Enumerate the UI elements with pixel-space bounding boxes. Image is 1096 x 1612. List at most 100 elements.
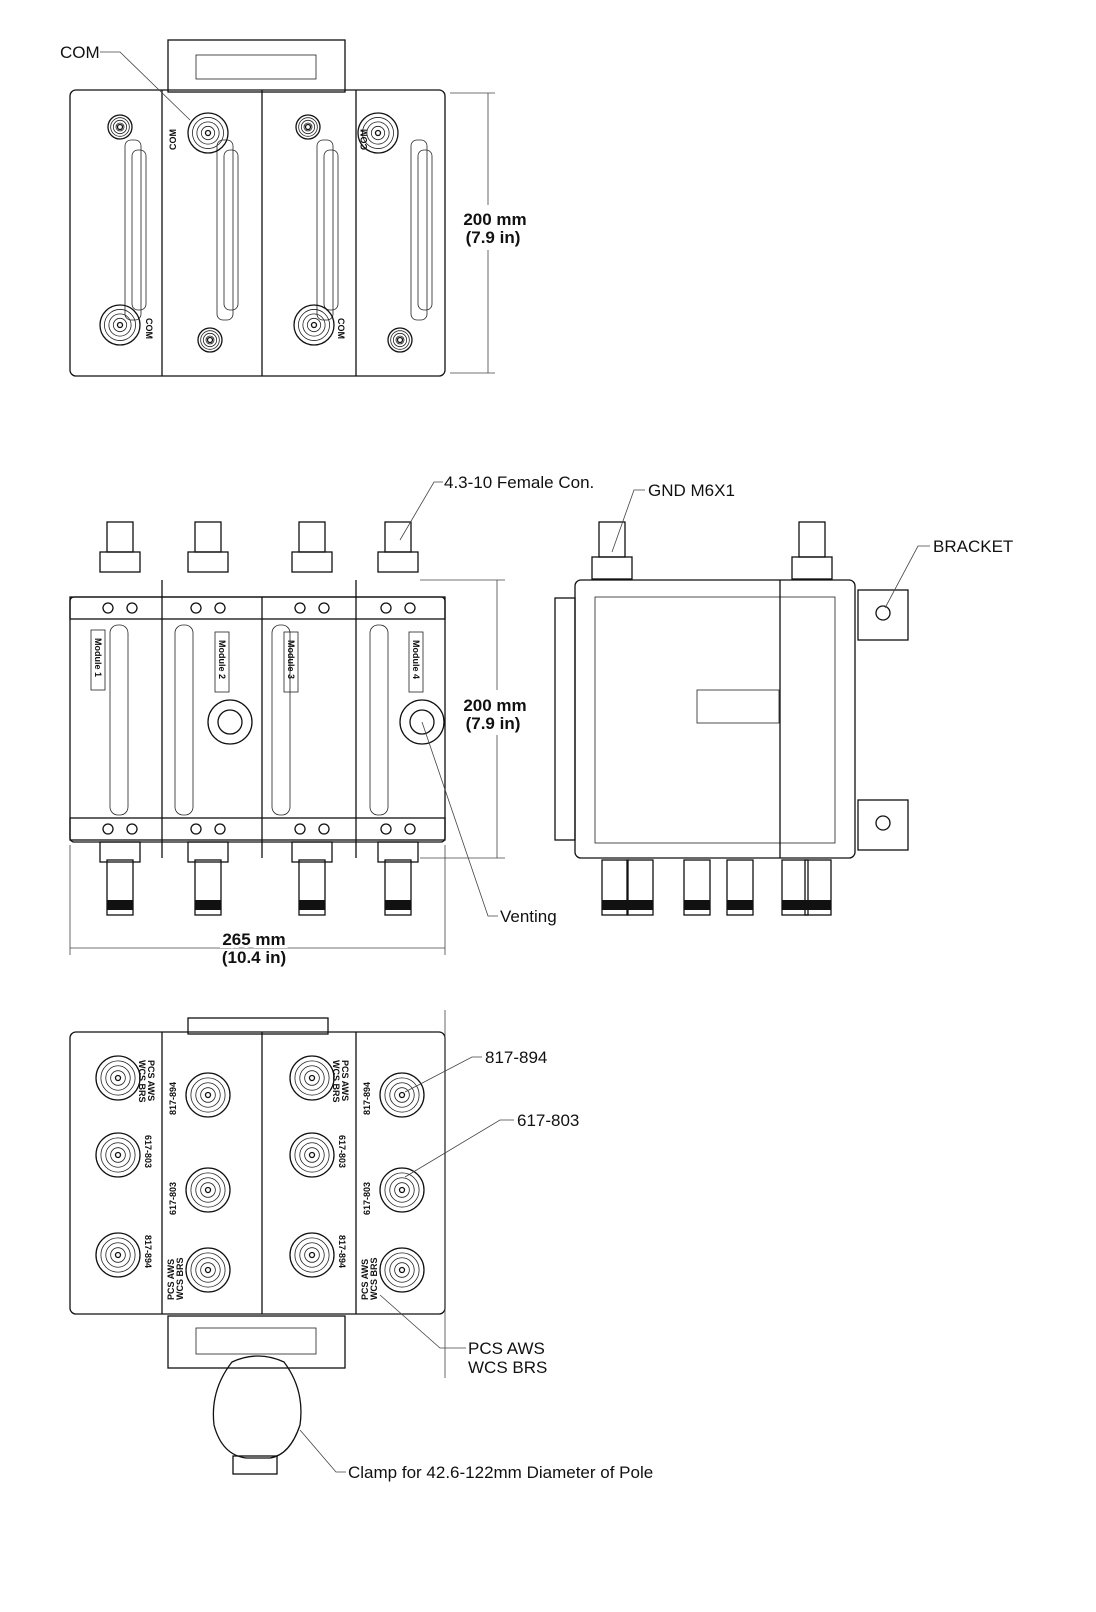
module-rib: [109, 624, 129, 816]
screw: [126, 823, 138, 835]
module-label-plate: [90, 629, 106, 691]
module-rib: [174, 624, 194, 816]
rf-port: [289, 1132, 335, 1178]
com-mark: COM: [144, 318, 154, 339]
module-rib: [131, 149, 147, 311]
port-mark: PCS AWS: [360, 1259, 370, 1300]
module-label-plate: [283, 631, 299, 693]
port-pin: [114, 1074, 122, 1082]
port-pin: [396, 336, 404, 344]
bottom-view: PCS AWS WCS BRS PCS AWS WCS BRS 817-894 …: [69, 1010, 653, 1482]
gnd-leader: [611, 489, 645, 553]
top-body: [69, 89, 446, 377]
screw: [214, 602, 226, 614]
port-ring: [298, 309, 330, 341]
connector-band: [805, 900, 831, 910]
rf-port: [295, 114, 321, 140]
module-rib: [124, 139, 142, 321]
connector-band: [195, 900, 221, 910]
port-pin: [374, 129, 382, 137]
label-pcs-aws: PCS AWS: [468, 1339, 545, 1358]
port-pin: [114, 1151, 122, 1159]
port-ring: [200, 330, 220, 350]
port-ring: [390, 330, 410, 350]
port-ring: [394, 1087, 410, 1103]
module-label: Module 2: [217, 640, 227, 679]
port-mark: 617-803: [362, 1182, 372, 1215]
port-ring: [195, 1082, 221, 1108]
port-pin: [310, 321, 318, 329]
connector-top: [384, 521, 412, 553]
leader-617: [404, 1119, 514, 1178]
connector-top: [798, 521, 826, 558]
module-rib: [323, 149, 339, 311]
port-ring: [190, 1172, 226, 1208]
port-ring: [389, 1082, 415, 1108]
port-ring: [384, 1172, 420, 1208]
bottom-flange: [69, 817, 446, 841]
port-ring: [190, 1252, 226, 1288]
rf-port: [379, 1247, 425, 1293]
port-mark: 617-803: [143, 1135, 153, 1168]
bracket-leader: [884, 545, 930, 609]
port-ring: [100, 1137, 136, 1173]
screw: [380, 823, 392, 835]
port-ring: [362, 117, 394, 149]
port-ring: [200, 1087, 216, 1103]
port-ring: [108, 313, 132, 337]
venting-leader: [421, 721, 498, 917]
rf-port: [99, 304, 141, 346]
screw: [294, 602, 306, 614]
connector-nut: [291, 841, 333, 863]
rf-port: [379, 1167, 425, 1213]
port-ring: [100, 1237, 136, 1273]
port-pin: [116, 321, 124, 329]
bracket: [857, 799, 909, 851]
side-label-plate: [696, 689, 780, 724]
connector-nut: [99, 551, 141, 573]
connector-band: [782, 900, 808, 910]
port-ring: [304, 1147, 320, 1163]
connector-nut: [187, 551, 229, 573]
module-rib: [369, 624, 389, 816]
port-ring: [115, 122, 125, 132]
port-ring: [195, 1177, 221, 1203]
connector-bottom: [683, 859, 711, 916]
height-dim-in: (7.9 in): [466, 714, 521, 733]
port-ring: [100, 1060, 136, 1096]
connector-band: [684, 900, 710, 910]
vent-port: [399, 699, 445, 745]
port-ring: [304, 1247, 320, 1263]
port-ring: [294, 1137, 330, 1173]
top-flange: [69, 596, 446, 620]
connector-bottom: [804, 859, 832, 916]
connector-nut: [187, 841, 229, 863]
com-mark: COM: [336, 318, 346, 339]
port-pin: [308, 1074, 316, 1082]
connector-bottom: [106, 859, 134, 916]
connector-nut: [377, 841, 419, 863]
port-pin: [398, 1186, 406, 1194]
side-view: GND M6X1 BRACKET: [554, 481, 1013, 916]
top-view: COM COM COM COM COM 200 mm (7.9 in): [60, 39, 527, 377]
port-ring: [389, 1257, 415, 1283]
port-ring: [392, 332, 408, 348]
width-dim-mm: 265 mm: [222, 930, 285, 949]
screw: [404, 823, 416, 835]
module-label: Module 3: [286, 640, 296, 679]
connector-nut: [377, 551, 419, 573]
rf-port: [289, 1055, 335, 1101]
port-ring: [366, 121, 390, 145]
port-ring: [300, 119, 316, 135]
screw: [190, 823, 202, 835]
module-rib: [271, 624, 291, 816]
height-dim-mm: 200 mm: [463, 696, 526, 715]
connector-band: [727, 900, 753, 910]
module-label-plate: [214, 631, 230, 693]
rf-port: [289, 1232, 335, 1278]
port-ring: [192, 117, 224, 149]
port-mark: 817-894: [337, 1235, 347, 1268]
port-ring: [105, 1065, 131, 1091]
connector-band: [627, 900, 653, 910]
port-mark: PCS AWS: [166, 1259, 176, 1300]
